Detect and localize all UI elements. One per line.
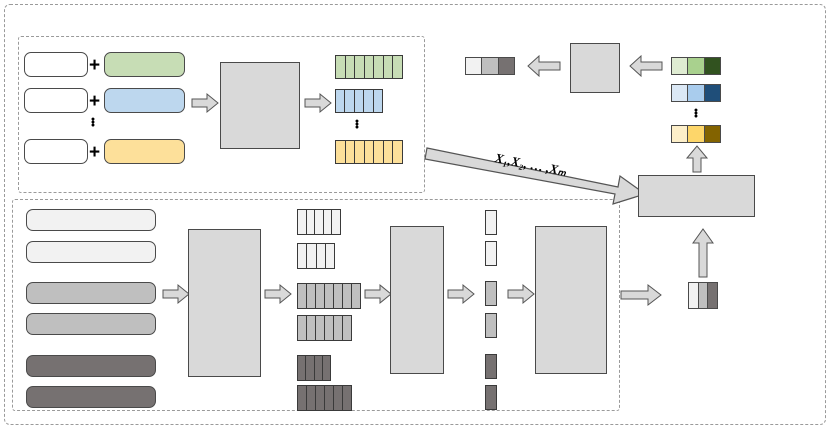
arrow-decoder-in-left [629, 54, 663, 78]
arrow-features-diagonal [424, 142, 647, 205]
bottom-token-bar-5 [485, 354, 497, 379]
bottom-mid-bar-5 [297, 355, 331, 381]
bottom-input-5 [26, 355, 156, 377]
top-input-blank-2 [24, 88, 88, 113]
top-encoder-module [220, 62, 300, 149]
bottom-input-2 [26, 241, 156, 263]
bottom-input-1 [26, 209, 156, 231]
top-output-bar-blue [335, 89, 383, 113]
arrow-bottom-encoder2-out [447, 283, 475, 305]
bottom-token-bar-2 [485, 241, 497, 266]
bottom-token-bar-3 [485, 281, 497, 306]
bottom-encoder-module-1 [188, 229, 261, 377]
bottom-token-bar-1 [485, 210, 497, 235]
fusion-swatch-blue [671, 84, 721, 102]
top-output-ellipsis: ●●● [354, 118, 360, 131]
top-input-colored-3 [104, 139, 185, 164]
top-input-colored-1 [104, 52, 185, 77]
bottom-encoder-module-2 [390, 226, 444, 374]
bottom-token-bar-6 [485, 385, 497, 410]
plus-icon-3: + [89, 142, 101, 163]
arrow-bottom-encoder3-in [507, 283, 535, 305]
top-output-bar-yellow [335, 140, 403, 164]
final-output-swatch [688, 282, 718, 309]
bottom-mid-bar-2 [297, 243, 335, 269]
decoder-module [570, 43, 620, 93]
bottom-mid-bar-1 [297, 209, 341, 235]
top-branch-ellipsis: ●●● [90, 116, 96, 129]
arrow-fusion-up [685, 145, 709, 173]
arrow-bottom-encoder2-in [364, 283, 392, 305]
fusion-module [638, 175, 755, 217]
arrow-top-encoder-out [304, 92, 332, 114]
decoder-output-swatch [465, 57, 515, 75]
top-input-blank-3 [24, 139, 88, 164]
arrow-decoder-out-left [527, 54, 561, 78]
top-input-blank-1 [24, 52, 88, 77]
bottom-input-4 [26, 313, 156, 335]
fusion-swatch-green [671, 57, 721, 75]
arrow-bottom-encoder-in [162, 283, 190, 305]
arrow-top-encoder-in [191, 92, 219, 114]
top-branch-frame [18, 36, 425, 193]
fusion-swatch-ellipsis: ●●● [693, 107, 699, 120]
top-input-colored-2 [104, 88, 185, 113]
bottom-mid-bar-3 [297, 283, 361, 309]
fusion-swatch-yellow [671, 125, 721, 143]
arrow-bottom-final-out [620, 283, 662, 307]
arrow-output-up [692, 228, 714, 278]
bottom-input-6 [26, 386, 156, 408]
bottom-mid-bar-4 [297, 315, 352, 341]
bottom-mid-bar-6 [297, 385, 352, 411]
bottom-encoder-module-3 [535, 226, 607, 374]
arrow-bottom-encoder1-out [264, 283, 292, 305]
top-output-bar-green [335, 55, 403, 79]
bottom-input-3 [26, 282, 156, 304]
outer-frame [4, 4, 826, 425]
plus-icon-2: + [89, 91, 101, 112]
bottom-token-bar-4 [485, 313, 497, 338]
plus-icon-1: + [89, 55, 101, 76]
